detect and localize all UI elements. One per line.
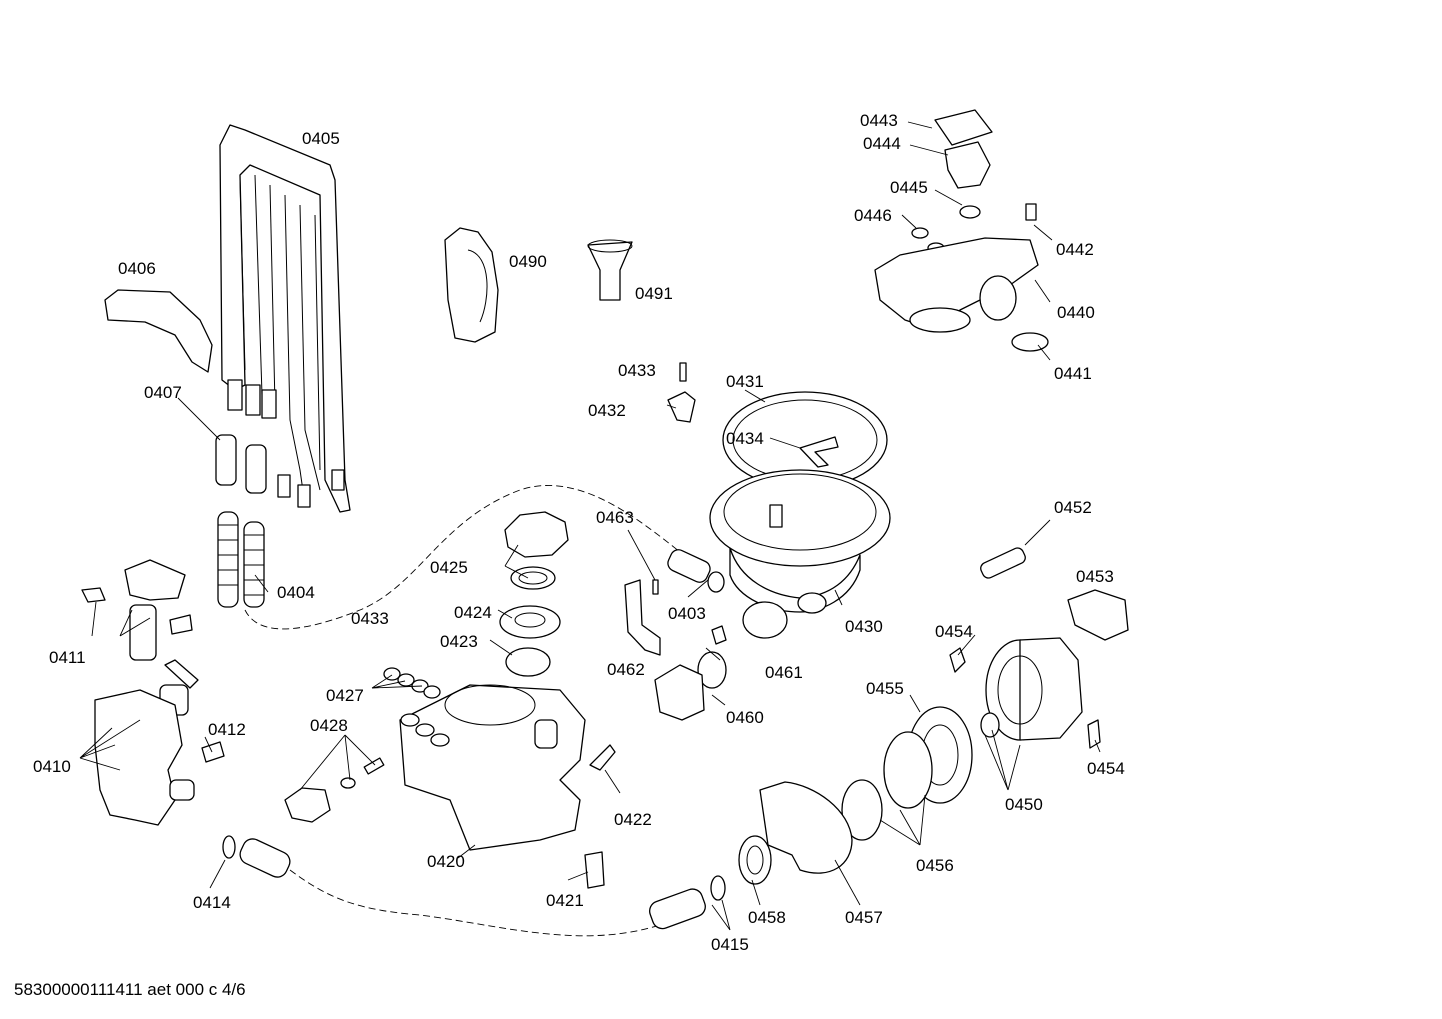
label-0443: 0443 [860,111,898,130]
part-0434-clip [799,436,839,468]
label-0427: 0427 [326,686,364,705]
label-0441: 0441 [1054,364,1092,383]
label-0421: 0421 [546,891,584,910]
label-0463: 0463 [596,508,634,527]
label-0453: 0453 [1076,567,1114,586]
label-0424: 0424 [454,603,492,622]
part-0440-valve-group [874,109,1049,352]
part-0432-bracket [667,362,696,423]
label-0446: 0446 [854,206,892,225]
part-0491-funnel [587,241,633,301]
leader-lines [79,121,1101,931]
label-0444: 0444 [863,134,901,153]
label-0445: 0445 [890,178,928,197]
part-0490-jug [444,227,499,343]
part-0430-sump [709,469,891,639]
label-0458: 0458 [748,908,786,927]
label-0411: 0411 [49,648,86,667]
part-0404-springs [217,511,265,608]
label-0433-lower: 0433 [351,609,389,628]
dashed-hose-route-lower [289,869,661,937]
part-0420-water-softener [399,684,616,889]
label-0460: 0460 [726,708,764,727]
part-0425-0423-cap-rings [499,511,569,677]
part-0403-hose-seal [652,549,725,595]
label-0430: 0430 [845,617,883,636]
part-0450-pump-motor [949,589,1129,749]
label-0432: 0432 [588,401,626,420]
label-0462: 0462 [607,660,645,679]
label-0456: 0456 [916,856,954,875]
document-footer-code: 58300000111411 aet 000 c 4/6 [14,980,246,999]
part-0428-fill-valve [284,667,441,823]
label-0404: 0404 [277,583,315,602]
label-0454-top: 0454 [935,622,973,641]
part-0410-valve-block [81,559,225,826]
label-0410: 0410 [33,757,71,776]
label-0428: 0428 [310,716,348,735]
label-0405: 0405 [302,129,340,148]
label-0403: 0403 [668,604,706,623]
label-0423: 0423 [440,632,478,651]
label-0452: 0452 [1054,498,1092,517]
part-0414-0415-hoses [222,835,726,930]
label-0450: 0450 [1005,795,1043,814]
label-0434: 0434 [726,429,764,448]
label-0407: 0407 [144,383,182,402]
label-0461: 0461 [765,663,803,682]
label-0440: 0440 [1057,303,1095,322]
label-0431: 0431 [726,372,764,391]
label-0425: 0425 [430,558,468,577]
label-0415: 0415 [711,935,749,954]
label-0457: 0457 [845,908,883,927]
part-0407-sleeves [215,434,267,494]
label-0412: 0412 [208,720,246,739]
label-0406: 0406 [118,259,156,278]
part-0452-sensor-tube [980,547,1026,579]
label-0455: 0455 [866,679,904,698]
label-0491: 0491 [635,284,673,303]
part-0406-duct-cover [104,289,213,373]
part-0405-duct-assembly [219,124,351,513]
label-0442: 0442 [1056,240,1094,259]
dashed-hose-route-upper [244,485,691,630]
label-0414: 0414 [193,893,231,912]
part-0460-sensor-bracket [624,579,727,721]
label-0454-bottom: 0454 [1087,759,1125,778]
part-0457-pump-housing [738,706,973,885]
label-0422: 0422 [614,810,652,829]
label-0433-upper: 0433 [618,361,656,380]
label-0420: 0420 [427,852,465,871]
label-0490: 0490 [509,252,547,271]
